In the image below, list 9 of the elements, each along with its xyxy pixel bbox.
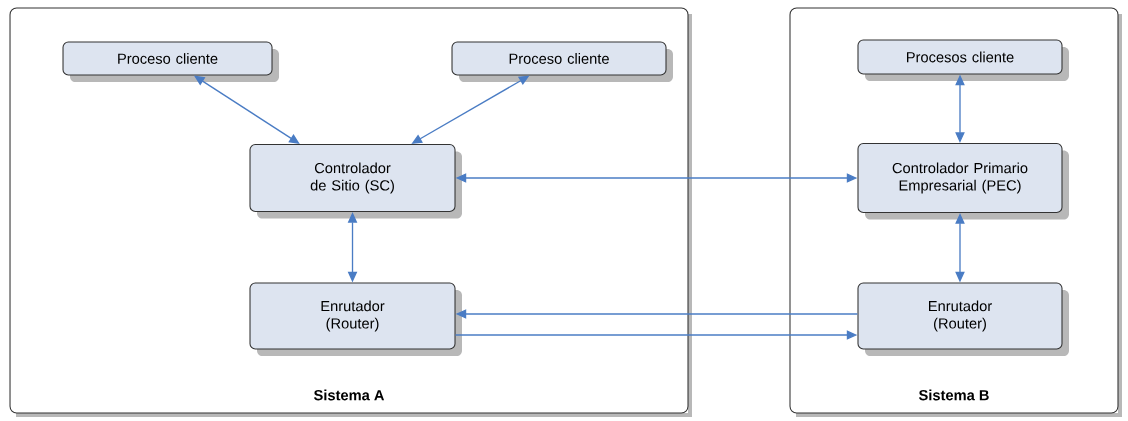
- process-box: Controlador de Sitio (SC): [249, 143, 462, 219]
- process-box: Controlador Primario Empresarial (PEC): [857, 142, 1069, 220]
- process-box: Procesos cliente: [857, 39, 1069, 81]
- process-box: Proceso cliente: [62, 41, 279, 82]
- process-box: Enrutador (Router): [249, 282, 462, 356]
- panel-title: Sistema B: [918, 389, 989, 401]
- process-box: Proceso cliente: [451, 41, 673, 82]
- panel-title: Sistema A: [313, 389, 385, 401]
- process-box: Enrutador (Router): [857, 282, 1069, 356]
